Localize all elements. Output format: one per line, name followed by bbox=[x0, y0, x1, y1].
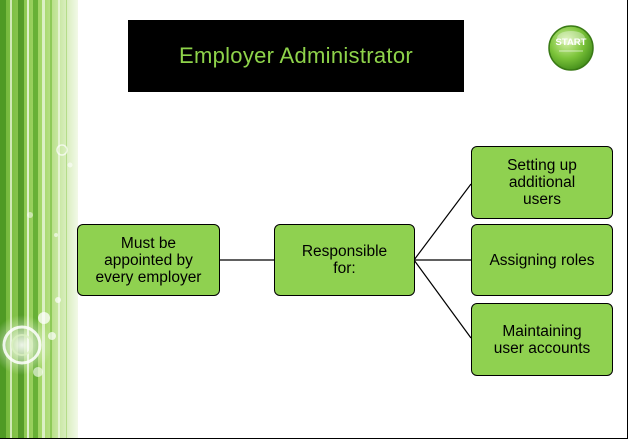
node-leaf-assigning-roles: Assigning roles bbox=[471, 224, 613, 296]
node-middle: Responsible for: bbox=[274, 224, 415, 296]
node-root: Must be appointed by every employer bbox=[77, 224, 220, 296]
node-leaf-maintaining-accounts: Maintaining user accounts bbox=[471, 303, 613, 376]
connector-middle-leaf-1 bbox=[413, 183, 472, 261]
start-button[interactable]: START bbox=[547, 24, 595, 72]
decorative-sidebar bbox=[0, 0, 78, 438]
start-button-label: START bbox=[556, 37, 587, 48]
slide-title: Employer Administrator bbox=[178, 43, 413, 68]
node-leaf-setting-up-users: Setting up additional users bbox=[471, 146, 613, 219]
title-banner: Employer Administrator bbox=[128, 20, 464, 92]
connector-middle-leaf-3 bbox=[413, 259, 472, 339]
